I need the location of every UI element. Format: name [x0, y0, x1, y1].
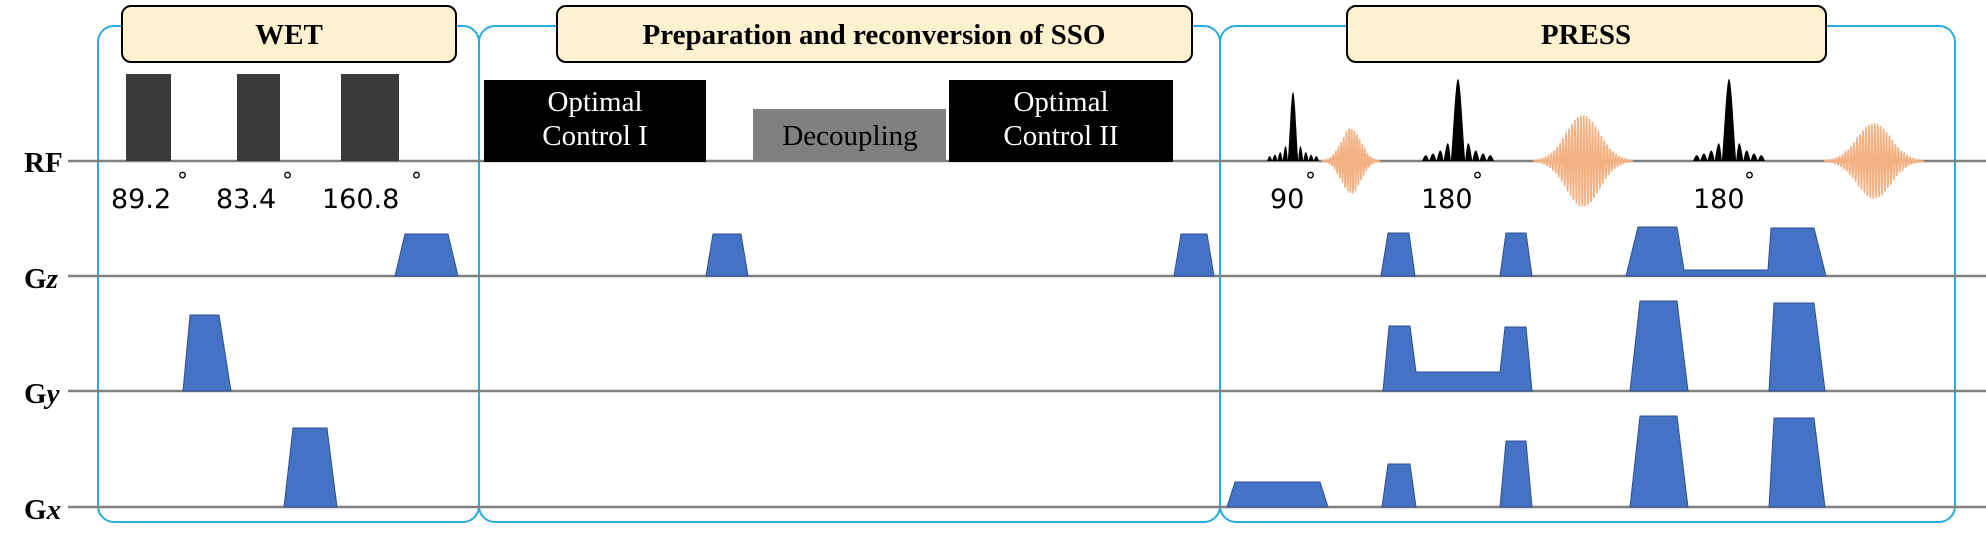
gy-press-crusher-pair: [1382, 325, 1533, 392]
echo-signal-1: [1321, 127, 1381, 195]
wet-pulse-3: [341, 74, 399, 161]
gz-wet-crusher: [394, 233, 459, 277]
gz-row-label: Gz: [24, 263, 59, 295]
optimal-control-1-label-line2: Control I: [542, 120, 648, 152]
press-degree-1: °: [1305, 169, 1316, 194]
optimal-control-2-label-line1: Optimal: [1013, 86, 1108, 118]
section-titles: WET Preparation and reconversion of SSO …: [121, 5, 1827, 63]
gy-press-crusher-4: [1768, 302, 1826, 392]
press-sinc-pulse-90: [1267, 92, 1319, 161]
press-frame: [1219, 25, 1956, 523]
gy-wet-crusher: [182, 314, 232, 392]
optimal-control-2-label-line2: Control II: [1003, 120, 1118, 152]
gx-press-crusher-3: [1629, 415, 1689, 508]
wet-degree-3: °: [411, 169, 422, 194]
gx-press-crusher-2: [1499, 440, 1533, 508]
sso-title: Preparation and reconversion of SSO: [643, 19, 1106, 51]
wet-degree-1: °: [177, 169, 188, 194]
echo-signals: [1321, 115, 1925, 207]
decoupling-label: Decoupling: [782, 120, 917, 152]
optimal-control-1-label-line1: Optimal: [547, 86, 642, 118]
press-title: PRESS: [1541, 19, 1631, 51]
sso-title-box: [556, 5, 1193, 63]
wet-flip-1: 89.2: [111, 184, 171, 215]
wet-degree-2: °: [282, 169, 293, 194]
gz-sso-crusher-2: [1173, 233, 1215, 277]
gx-row-label: Gx: [24, 494, 61, 526]
echo-signal-3: [1823, 123, 1925, 199]
gz-press-crusher-2: [1499, 232, 1533, 277]
wet-rf-pulses: [126, 74, 399, 161]
gy-row-label: Gy: [24, 378, 60, 410]
sso-blocks: Optimal Control I Decoupling Optimal Con…: [484, 80, 1173, 162]
gradients: [182, 226, 1827, 508]
optimal-control-2-block: [949, 80, 1173, 162]
gx-press-crusher-4: [1768, 417, 1826, 508]
wet-flip-2: 83.4: [216, 184, 276, 215]
press-title-box: [1346, 5, 1827, 63]
press-sinc-pulse-180-a: [1422, 79, 1494, 161]
press-rf-pulses: [1267, 79, 1765, 161]
wet-flip-3: 160.8: [322, 184, 399, 215]
wet-title-box: [121, 5, 457, 63]
press-flip-1: 90: [1270, 184, 1304, 215]
gz-press-spoiler: [1625, 226, 1827, 277]
gz-sso-crusher-1: [705, 233, 749, 277]
press-sinc-pulse-180-b: [1693, 79, 1765, 161]
press-flip-2: 180: [1421, 184, 1473, 215]
wet-title: WET: [255, 19, 323, 51]
echo-signal-2: [1532, 115, 1634, 207]
decoupling-block: [753, 109, 946, 161]
press-degree-2: °: [1472, 169, 1483, 194]
gx-wet-crusher: [283, 427, 338, 508]
rf-row-label: RF: [24, 147, 63, 179]
gx-press-crusher-1: [1381, 463, 1417, 508]
optimal-control-1-block: [484, 80, 706, 162]
press-degree-3: °: [1744, 169, 1755, 194]
press-flip-3: 180: [1693, 184, 1745, 215]
wet-pulse-2: [237, 74, 280, 161]
gy-press-crusher-3: [1629, 300, 1689, 392]
gx-press-prephaser: [1226, 481, 1329, 508]
gz-press-crusher-1: [1380, 232, 1416, 277]
wet-pulse-1: [126, 74, 171, 161]
